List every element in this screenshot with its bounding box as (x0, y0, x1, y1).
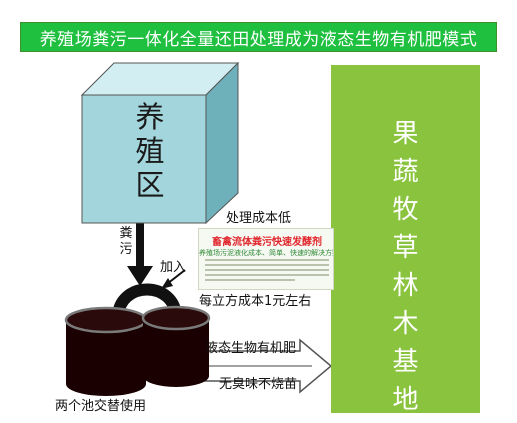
tank-left (64, 306, 148, 396)
feces-arrowhead (127, 266, 153, 286)
product-fine-print (205, 279, 295, 281)
add-arrowhead (161, 278, 173, 289)
feces-pipe (136, 222, 144, 270)
product-fine-print (205, 269, 329, 271)
farm-label: 养 殖 区 (135, 100, 165, 202)
feces-label: 粪 污 (119, 226, 133, 257)
product-headline: 畜禽流体粪污快速发酵剂 (212, 237, 322, 248)
low-cost-label: 处理成本低 (226, 211, 292, 226)
product-fine-print (205, 259, 329, 261)
output-label: 液态生物有机肥 (205, 341, 297, 356)
product-fine-print (205, 264, 329, 266)
page-title: 养殖场粪污一体化全量还田处理成为液态生物有机肥模式 (39, 29, 478, 50)
tank-right (141, 305, 211, 387)
product-subline: 养殖场污泥液化成本、简单、快速的解决方案产品 (199, 249, 333, 257)
title-banner: 养殖场粪污一体化全量还田处理成为液态生物有机肥模式 (20, 22, 497, 52)
farmland-panel (331, 65, 480, 413)
benefit-label: 无臭味不烧苗 (219, 377, 298, 392)
product-fine-print (205, 274, 329, 276)
tanks-label: 两个池交替使用 (55, 399, 147, 414)
farm-cube (80, 61, 240, 225)
add-label: 加入 (160, 260, 187, 275)
farmland-label: 果 蔬 牧 草 林 木 基 地 (392, 119, 419, 415)
product-image: 畜禽流体粪污快速发酵剂 养殖场污泥液化成本、简单、快速的解决方案产品 (198, 228, 334, 290)
cost-note-label: 每立方成本1元左右 (199, 294, 312, 309)
